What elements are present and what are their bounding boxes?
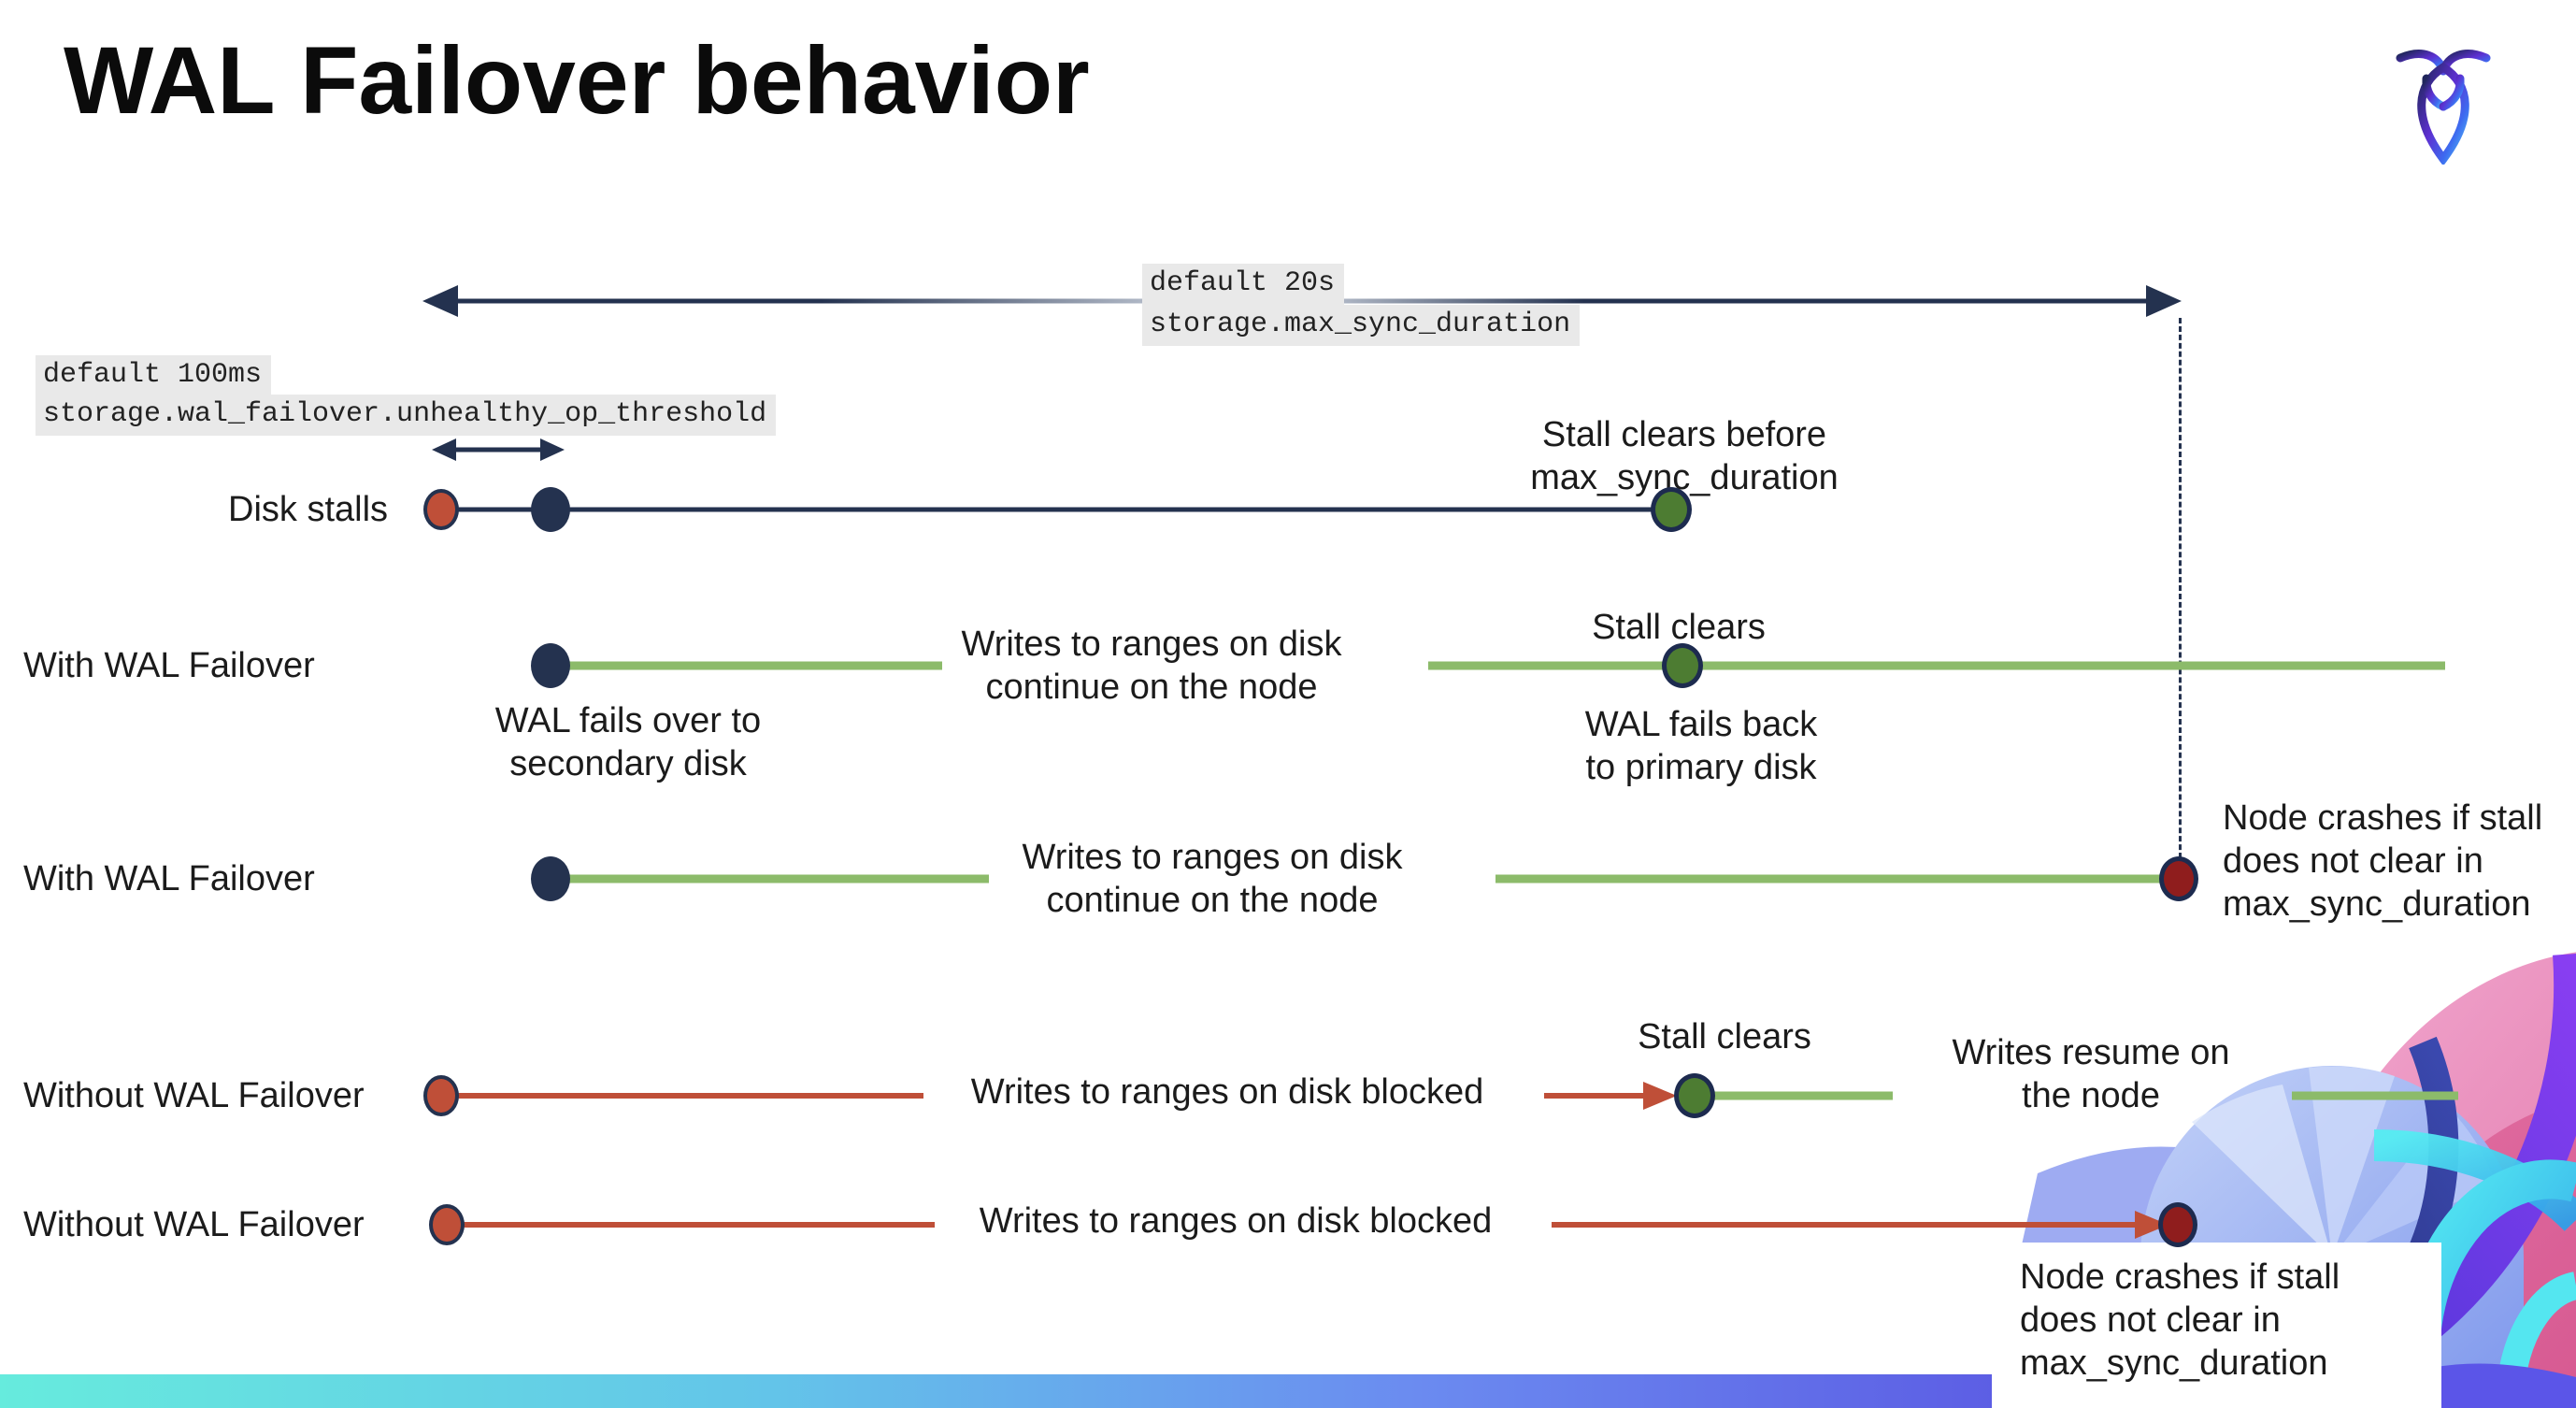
node-crash-note-1: Node crashes if stall does not clear in … <box>2223 798 2543 924</box>
disk-stall-start-dot-3 <box>429 1204 465 1245</box>
code-label: default 100ms <box>36 355 272 396</box>
node-crash-dot-2 <box>2158 1202 2197 1247</box>
stall-clears-note-2: Stall clears <box>1638 1017 1811 1056</box>
row-label-disk-stalls: Disk stalls <box>228 490 389 529</box>
small-arrow-right-head-icon <box>540 438 565 461</box>
failover-dot-2 <box>531 856 570 901</box>
writes-blocked-line-2b <box>1552 1222 2140 1228</box>
row-label-with-wal-failover-1: With WAL Failover <box>23 646 315 685</box>
node-crash-callout: Node crashes if stall does not clear in … <box>1992 1243 2441 1408</box>
writes-continue-line-1a <box>561 661 942 670</box>
disk-stalls-timeline <box>441 507 1671 512</box>
small-arrow-left-head-icon <box>432 438 456 461</box>
row-label-without-wal-failover-1: Without WAL Failover <box>23 1076 365 1115</box>
arrow-left-head-icon <box>422 285 458 317</box>
writes-continue-line-2a <box>561 874 989 884</box>
node-crash-dot <box>2159 856 2198 901</box>
red-arrow-head-icon <box>1643 1082 1677 1110</box>
threshold-span-line <box>439 447 555 453</box>
max-sync-duration-setting-label: storage.max_sync_duration <box>1142 305 1581 346</box>
writes-continue-line-2b <box>1496 874 2170 884</box>
row-label-with-wal-failover-2: With WAL Failover <box>23 859 315 898</box>
arrow-right-head-icon <box>2146 285 2182 317</box>
writes-resume-note: Writes resume on the node <box>1952 1033 2230 1115</box>
fails-back-note: WAL fails back to primary disk <box>1584 705 1818 787</box>
max-sync-deadline-dashed-line <box>2179 318 2182 858</box>
writes-blocked-line-1b <box>1544 1093 1649 1099</box>
writes-resume-line-b <box>2292 1091 2458 1100</box>
failover-dot <box>531 643 570 688</box>
stall-clears-dot-2 <box>1674 1073 1715 1118</box>
writes-blocked-line-2a <box>460 1222 935 1228</box>
failover-threshold-dot <box>531 487 570 532</box>
disk-stall-start-dot-2 <box>423 1075 459 1116</box>
writes-blocked-note-1: Writes to ranges on disk blocked <box>970 1072 1484 1112</box>
stall-clears-dot <box>1651 487 1692 532</box>
unhealthy-op-setting-label: storage.wal_failover.unhealthy_op_thresh… <box>36 395 777 436</box>
writes-resume-line-a <box>1710 1091 1893 1100</box>
fails-over-note: WAL fails over to secondary disk <box>494 701 762 783</box>
code-label: default 20s <box>1142 264 1345 305</box>
writes-blocked-line-1a <box>452 1093 923 1099</box>
code-label: storage.wal_failover.unhealthy_op_thresh… <box>36 395 777 436</box>
max-sync-duration-default-label: default 20s <box>1142 264 1345 305</box>
page-title: WAL Failover behavior <box>64 27 1090 134</box>
unhealthy-op-default-label: default 100ms <box>36 355 272 396</box>
writes-continue-note-2: Writes to ranges on disk continue on the… <box>1022 838 1403 920</box>
writes-continue-line-1b <box>1428 661 2445 670</box>
row-label-without-wal-failover-2: Without WAL Failover <box>23 1205 365 1244</box>
stall-clears-before-note: Stall clears before max_sync_duration <box>1530 415 1839 497</box>
disk-stall-start-dot <box>423 489 459 530</box>
node-crash-note-2: Node crashes if stall does not clear in … <box>2020 1257 2340 1383</box>
writes-continue-note-1: Writes to ranges on disk continue on the… <box>961 625 1342 707</box>
cockroachdb-logo-icon <box>2396 50 2491 165</box>
code-label: storage.max_sync_duration <box>1142 305 1581 346</box>
failback-dot <box>1662 643 1703 688</box>
stall-clears-note-1: Stall clears <box>1592 608 1766 647</box>
writes-blocked-note-2: Writes to ranges on disk blocked <box>979 1201 1493 1241</box>
